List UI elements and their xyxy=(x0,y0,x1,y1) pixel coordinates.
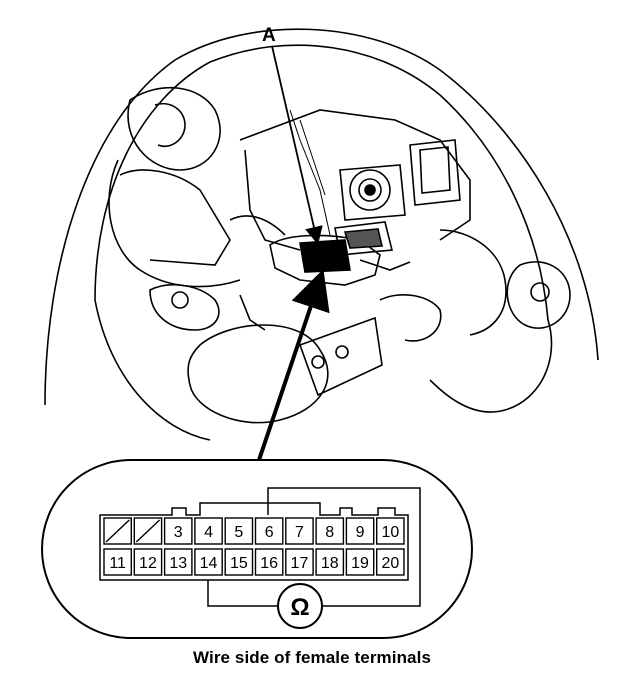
terminal-number: 17 xyxy=(291,555,309,572)
terminal-cell xyxy=(345,548,375,576)
terminal-cell xyxy=(103,517,132,545)
connector-face xyxy=(99,502,409,581)
terminal-number: 19 xyxy=(351,555,369,572)
harness-connector-shape xyxy=(299,239,351,273)
terminal-cell xyxy=(133,517,163,545)
terminal-cell xyxy=(133,548,163,576)
callout-label: A xyxy=(262,25,276,46)
terminal-number: 15 xyxy=(230,555,248,572)
connector-housing xyxy=(99,502,409,581)
terminal-cell xyxy=(224,548,254,576)
ohmmeter-icon xyxy=(277,583,323,629)
terminal-cell xyxy=(315,548,345,576)
terminal-cell xyxy=(285,517,314,545)
terminal-cell xyxy=(376,548,405,576)
ohmmeter-symbol: Ω xyxy=(290,594,309,621)
terminal-number: 10 xyxy=(381,524,399,541)
terminal-cell xyxy=(254,548,284,576)
blocked-terminal-slash xyxy=(135,519,161,543)
wheel-rim-inner xyxy=(94,44,549,321)
terminal-cell xyxy=(345,517,375,545)
terminal-number: 13 xyxy=(169,555,187,572)
terminal-cell xyxy=(224,517,254,545)
terminal-number: 6 xyxy=(265,524,274,541)
terminal-number: 14 xyxy=(200,555,218,572)
terminal-number: 9 xyxy=(356,524,365,541)
terminal-cell xyxy=(103,548,132,576)
connector-pointer-arrow xyxy=(256,269,330,464)
terminal-number: 8 xyxy=(325,524,334,541)
terminal-cell xyxy=(285,548,314,576)
terminal-cell xyxy=(194,548,223,576)
terminal-cell xyxy=(254,517,284,545)
blocked-terminal-slash xyxy=(105,519,130,543)
terminal-cell xyxy=(315,517,345,545)
wheel-hub xyxy=(127,86,221,171)
hub-bolt xyxy=(349,169,391,211)
lower-cover-plate xyxy=(298,316,383,397)
meter-circuit xyxy=(207,487,421,607)
terminal-cell xyxy=(194,517,223,545)
terminal-cell xyxy=(163,517,193,545)
wheel-rim-outer xyxy=(44,28,599,406)
steering-wheel-illustration xyxy=(44,28,599,441)
probe-wire-to-terminal-6 xyxy=(267,487,421,607)
connector-bottom-row: 11 12 13 14 15 16 17 18 19 20 xyxy=(103,548,405,576)
terminal-number: 4 xyxy=(204,524,213,541)
callout-leader xyxy=(271,45,323,245)
ohmmeter: Ω xyxy=(277,583,323,629)
terminal-number: 11 xyxy=(109,555,126,572)
terminal-cell xyxy=(376,517,405,545)
connector-top-row: 3 4 5 6 7 8 9 10 xyxy=(103,517,405,545)
probe-wire-to-terminal-14 xyxy=(207,580,278,607)
terminal-number: 12 xyxy=(139,555,157,572)
terminal-number: 18 xyxy=(321,555,339,572)
terminal-cell xyxy=(163,548,193,576)
diagram-caption: Wire side of female terminals xyxy=(193,648,431,667)
terminal-number: 7 xyxy=(295,524,304,541)
terminal-number: 20 xyxy=(381,555,399,572)
terminal-number: 5 xyxy=(234,524,243,541)
callout-a: A xyxy=(262,25,323,245)
terminal-number: 16 xyxy=(260,555,278,572)
terminal-number: 3 xyxy=(174,524,183,541)
